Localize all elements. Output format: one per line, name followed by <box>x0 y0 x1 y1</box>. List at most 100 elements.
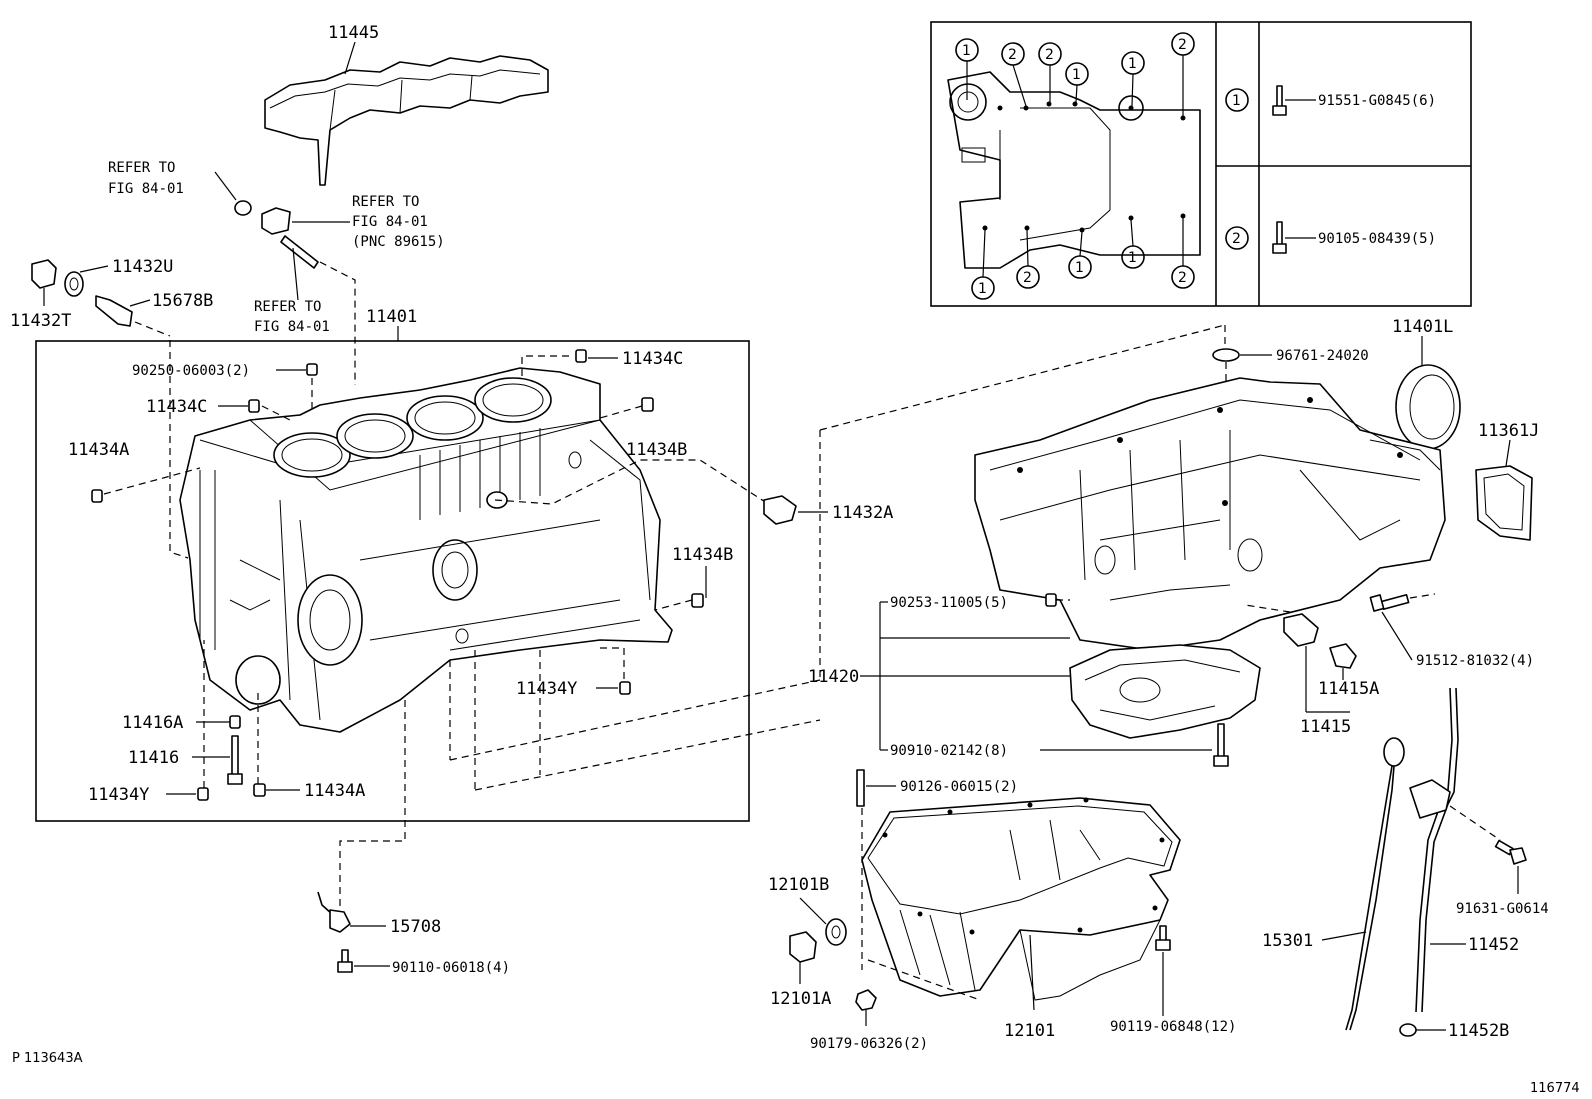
label-11434C-left: 11434C <box>146 397 207 417</box>
label-15708: 15708 <box>390 917 441 937</box>
dipstick-guide-11452 <box>1409 687 1459 1013</box>
label-11432U: 11432U <box>112 257 173 277</box>
svg-text:2: 2 <box>1023 270 1032 286</box>
label-90110: 90110-06018(4) <box>392 960 510 976</box>
o-ring-11452B <box>1399 1023 1417 1037</box>
svg-text:1: 1 <box>962 43 971 59</box>
dowel-90253 <box>1045 593 1057 607</box>
label-11361J: 11361J <box>1478 421 1539 441</box>
plug-11432A <box>763 495 797 525</box>
label-15678B: 15678B <box>152 291 213 311</box>
label-91551: 91551-G0845(6) <box>1318 93 1436 109</box>
inset-legend-2: 2 <box>1232 231 1241 247</box>
bolt-91512 <box>1369 593 1410 612</box>
stud-90126 <box>856 769 865 807</box>
label-90105: 90105-08439(5) <box>1318 231 1436 247</box>
plug-11434Y-bot <box>197 787 209 801</box>
label-refer-3b: FIG 84-01 <box>254 319 330 335</box>
label-11445: 11445 <box>328 23 379 43</box>
label-11416: 11416 <box>128 748 179 768</box>
label-11434A-bot: 11434A <box>304 781 365 801</box>
bolt-90910 <box>1213 723 1229 767</box>
plug-11434B-right <box>691 593 704 608</box>
label-11434C-top: 11434C <box>622 349 683 369</box>
label-11434B-right: 11434B <box>672 545 733 565</box>
svg-text:2: 2 <box>1178 37 1187 53</box>
sensor-icon <box>261 207 319 269</box>
oil-seal-11401L <box>1395 364 1461 450</box>
label-11434B-top: 11434B <box>626 440 687 460</box>
label-11420: 11420 <box>808 667 859 687</box>
label-refer-3a: REFER TO <box>254 299 321 315</box>
plug-11434C-left <box>248 399 260 413</box>
plug-11415 <box>1283 613 1319 647</box>
bolt-90119 <box>1155 925 1171 951</box>
inset-markers: 1 2 2 1 1 2 1 2 1 1 2 <box>955 32 1195 300</box>
label-91512: 91512-81032(4) <box>1416 653 1534 669</box>
svg-text:2: 2 <box>1008 47 1017 63</box>
bolt-11416 <box>227 735 243 785</box>
svg-text:2: 2 <box>1045 47 1054 63</box>
footer-right-code: 116774 <box>1530 1081 1580 1096</box>
label-refer-2b: FIG 84-01 <box>352 214 428 230</box>
label-11452: 11452 <box>1468 935 1519 955</box>
label-91631: 91631-G0614 <box>1456 901 1549 917</box>
gasket-12101B <box>825 918 847 946</box>
plug-11415A <box>1329 643 1357 669</box>
label-12101B: 12101B <box>768 875 829 895</box>
plug-11434B-top <box>641 397 654 412</box>
oil-pan-12101 <box>861 797 1181 1001</box>
plug-11434A-left <box>91 489 103 503</box>
bolt-91631 <box>1494 839 1527 865</box>
inset-legend-1: 1 <box>1232 93 1241 109</box>
label-90250: 90250-06003(2) <box>132 363 250 379</box>
cylinder-block-frame <box>35 340 750 822</box>
plug-11434Y-mid <box>619 681 631 695</box>
label-refer-1a: REFER TO <box>108 160 175 176</box>
label-11432T: 11432T <box>10 311 71 331</box>
svg-text:2: 2 <box>1178 270 1187 286</box>
label-11401: 11401 <box>366 307 417 327</box>
inset-bedplate-plan <box>947 71 1201 269</box>
label-11416A: 11416A <box>122 713 183 733</box>
oil-baffle <box>1069 644 1261 739</box>
label-refer-2a: REFER TO <box>352 194 419 210</box>
o-ring-96761 <box>1212 348 1240 362</box>
label-90253: 90253-11005(5) <box>890 595 1008 611</box>
label-refer-2c: (PNC 89615) <box>352 234 445 250</box>
label-12101: 12101 <box>1004 1021 1055 1041</box>
bolt-91551-icon <box>1272 85 1287 116</box>
sensor-15708 <box>317 891 351 933</box>
washer-11432U <box>64 271 84 297</box>
label-11434Y-mid: 11434Y <box>516 679 577 699</box>
plug-15678B <box>95 295 133 327</box>
label-15301: 15301 <box>1262 931 1313 951</box>
drain-plug-12101A <box>789 931 817 963</box>
inset-frame <box>930 21 1472 307</box>
label-refer-1b: FIG 84-01 <box>108 181 184 197</box>
svg-text:1: 1 <box>1128 250 1137 266</box>
label-90179: 90179-06326(2) <box>810 1036 928 1052</box>
label-11434Y-bot: 11434Y <box>88 785 149 805</box>
label-11415A: 11415A <box>1318 679 1379 699</box>
label-11415: 11415 <box>1300 717 1351 737</box>
chain-cover-11445 <box>264 55 549 186</box>
label-12101A: 12101A <box>770 989 831 1009</box>
sensor-nut-icon <box>234 200 252 216</box>
svg-text:1: 1 <box>1072 67 1081 83</box>
svg-text:1: 1 <box>978 281 987 297</box>
dipstick-15301 <box>1345 737 1405 1031</box>
svg-text:1: 1 <box>1075 260 1084 276</box>
label-11401L: 11401L <box>1392 317 1453 337</box>
svg-text:1: 1 <box>1128 56 1137 72</box>
gasket-11361J <box>1475 465 1533 541</box>
cylinder-block-11401 <box>179 367 673 733</box>
label-11452B: 11452B <box>1448 1021 1509 1041</box>
bolt-90110 <box>337 949 353 973</box>
plug-11434A-bot <box>253 783 266 797</box>
bolt-90105-icon <box>1272 221 1287 254</box>
label-90910: 90910-02142(8) <box>890 743 1008 759</box>
footer-left-code: P 113643A <box>12 1051 83 1066</box>
drain-plug-11432T <box>31 259 57 289</box>
